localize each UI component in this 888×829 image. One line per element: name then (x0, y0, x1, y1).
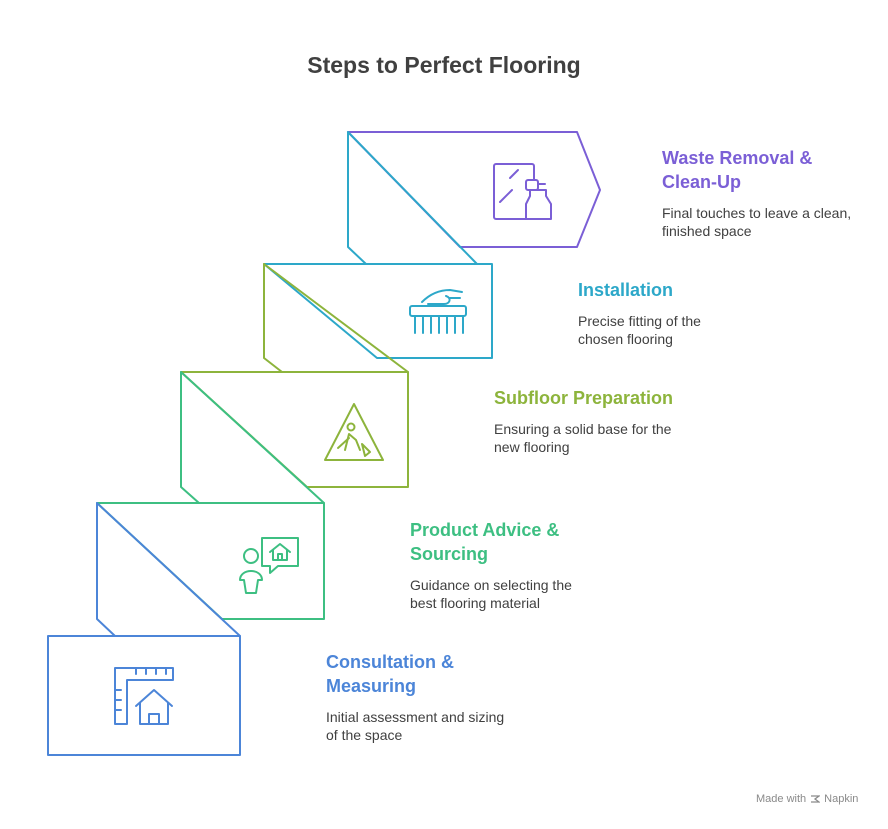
step-text-product-advice: Product Advice & Sourcing Guidance on se… (410, 518, 600, 612)
step-block-waste-removal (347, 131, 601, 265)
spray-bottle-window-icon (493, 163, 552, 220)
step-block-subfloor (180, 371, 409, 504)
step-text-subfloor: Subfloor Preparation Ensuring a solid ba… (494, 386, 674, 456)
napkin-logo-icon (811, 795, 821, 803)
hand-brush-icon (409, 289, 467, 334)
step-title: Waste Removal & Clean-Up (662, 148, 813, 192)
step-title: Subfloor Preparation (494, 388, 674, 408)
step-block-product-advice (96, 502, 325, 637)
person-speech-home-icon (239, 537, 299, 594)
step-description: Precise fitting of the chosen flooring (578, 313, 701, 347)
made-with-label: Made with (756, 793, 807, 805)
ruler-house-icon (114, 667, 174, 725)
step-description: Final touches to leave a clean, finished… (662, 205, 852, 239)
step-text-waste-removal: Waste Removal & Clean-Up Final touches t… (662, 146, 872, 240)
step-description: Guidance on selecting the best flooring … (410, 577, 572, 611)
napkin-brand-label: Napkin (824, 793, 859, 805)
step-description: Ensuring a solid base for the new floori… (494, 421, 672, 455)
step-description: Initial assessment and sizing of the spa… (326, 709, 505, 743)
page-title: Steps to Perfect Flooring (307, 52, 581, 78)
step-title: Consultation & Measuring (326, 652, 454, 696)
made-with-napkin-badge[interactable]: Made with Napkin (756, 793, 858, 805)
step-text-consultation: Consultation & Measuring Initial assessm… (326, 650, 506, 744)
step-title: Installation (578, 280, 674, 300)
step-block-consultation (47, 635, 241, 756)
step-block-installation (263, 263, 493, 373)
worker-warning-sign-icon (324, 403, 384, 461)
step-text-installation: Installation Precise fitting of the chos… (578, 278, 748, 348)
step-title: Product Advice & Sourcing (410, 520, 560, 564)
